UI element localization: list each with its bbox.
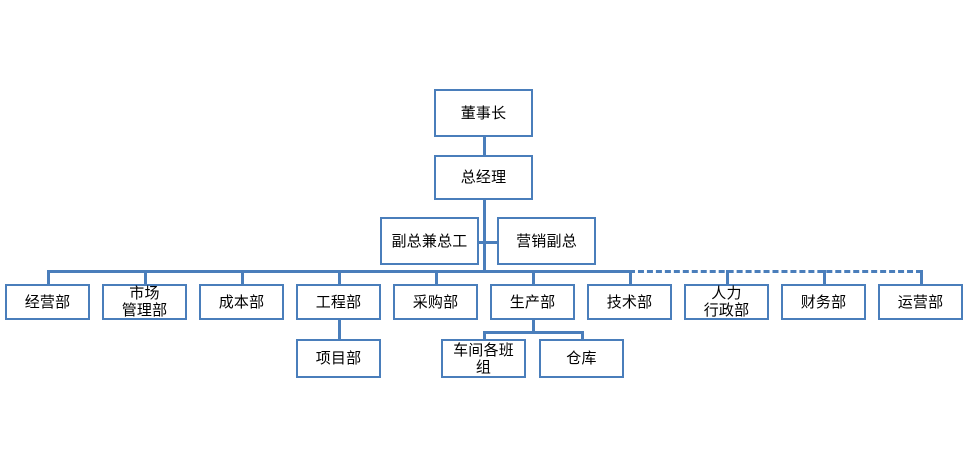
- node-dept-finance[interactable]: 财务部: [781, 284, 866, 320]
- node-dept-management[interactable]: 经营部: [5, 284, 90, 320]
- node-sub-project[interactable]: 项目部: [296, 339, 381, 378]
- connector-drop-workshop-teams: [483, 331, 486, 339]
- node-dept-market-admin[interactable]: 市场 管理部: [102, 284, 187, 320]
- connector-engineering-to-project: [338, 320, 341, 339]
- connector-drop-engineering: [338, 270, 341, 284]
- node-dept-procurement[interactable]: 采购部: [393, 284, 478, 320]
- node-dept-operations[interactable]: 运营部: [878, 284, 963, 320]
- node-dept-engineering[interactable]: 工程部: [296, 284, 381, 320]
- node-sub-workshop-teams[interactable]: 车间各班 组: [441, 339, 526, 378]
- connector-production-drop: [532, 320, 535, 331]
- connector-vp-tie: [478, 241, 498, 244]
- node-dept-technology[interactable]: 技术部: [587, 284, 672, 320]
- node-vp-chief-engineer[interactable]: 副总兼总工: [380, 217, 479, 265]
- connector-drop-operations: [920, 270, 923, 284]
- node-sub-warehouse[interactable]: 仓库: [539, 339, 624, 378]
- connector-drop-market-admin: [144, 270, 147, 284]
- connector-drop-production: [532, 270, 535, 284]
- node-chairman[interactable]: 董事长: [434, 89, 533, 137]
- node-dept-cost[interactable]: 成本部: [199, 284, 284, 320]
- connector-drop-management: [47, 270, 50, 284]
- node-vp-marketing[interactable]: 营销副总: [497, 217, 596, 265]
- connector-gm-trunk: [483, 200, 486, 271]
- connector-drop-procurement: [435, 270, 438, 284]
- connector-drop-technology: [629, 270, 632, 284]
- connector-chairman-to-gm: [483, 137, 486, 157]
- connector-drop-finance: [823, 270, 826, 284]
- connector-production-bus: [483, 331, 583, 334]
- node-general-manager[interactable]: 总经理: [434, 155, 533, 200]
- node-dept-hr-admin[interactable]: 人力 行政部: [684, 284, 769, 320]
- connector-drop-warehouse: [581, 331, 584, 339]
- connector-drop-hr-admin: [726, 270, 729, 284]
- connector-drop-cost: [241, 270, 244, 284]
- connector-dept-bus-dashed: [629, 270, 922, 273]
- node-dept-production[interactable]: 生产部: [490, 284, 575, 320]
